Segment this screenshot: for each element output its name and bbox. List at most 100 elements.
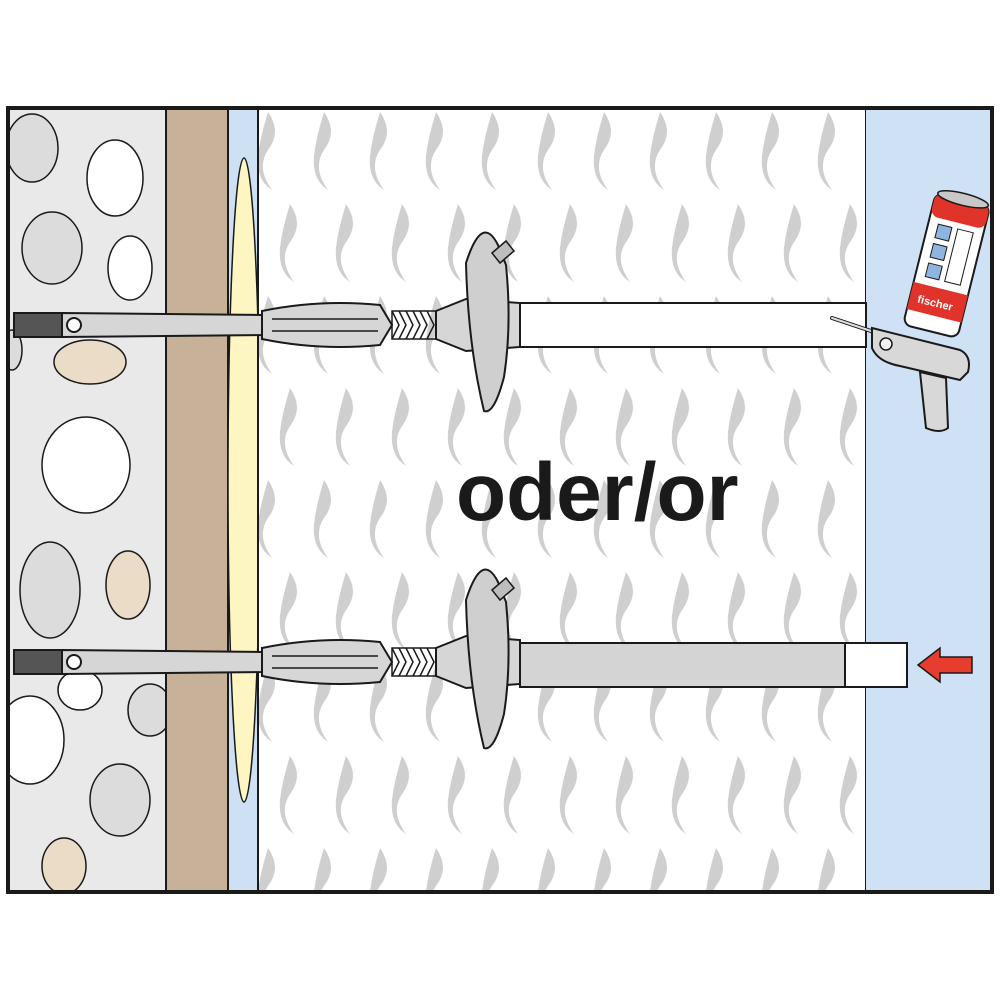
insulation-wave bbox=[705, 112, 723, 190]
insulation-wave bbox=[727, 204, 745, 282]
stone bbox=[8, 113, 59, 183]
insulation-wave bbox=[839, 572, 857, 650]
diagram-frame bbox=[6, 106, 994, 894]
stone bbox=[107, 235, 153, 301]
insulation-wave bbox=[762, 848, 779, 892]
insulation-wave bbox=[615, 388, 633, 466]
insulation-wave bbox=[671, 572, 689, 650]
insulation-wave bbox=[279, 756, 297, 834]
insulation-wave bbox=[335, 572, 353, 650]
insulation-wave bbox=[649, 112, 667, 190]
insulation-wave bbox=[727, 388, 745, 466]
insulation-wave bbox=[559, 572, 577, 650]
insulation-wave bbox=[391, 388, 409, 466]
insulation-wave bbox=[447, 204, 465, 282]
stone bbox=[41, 416, 131, 514]
insulation-wave bbox=[279, 204, 297, 282]
insulation-wave bbox=[538, 848, 555, 892]
insulation-wave bbox=[593, 480, 611, 558]
insulation-wave bbox=[391, 204, 409, 282]
insulation-wave bbox=[369, 112, 387, 190]
insulation-wave bbox=[481, 480, 499, 558]
stone bbox=[8, 329, 23, 371]
stone bbox=[41, 837, 87, 892]
insulation-wave bbox=[559, 388, 577, 466]
insulation-wave bbox=[503, 204, 521, 282]
insulation-wave bbox=[783, 204, 801, 282]
anchor-shaft bbox=[61, 648, 263, 676]
plug-cap-bottom bbox=[844, 642, 908, 688]
wood-layer bbox=[165, 107, 229, 893]
insulation-wave bbox=[761, 480, 779, 558]
insulation-wave bbox=[783, 756, 801, 834]
insulation-wave bbox=[369, 664, 387, 742]
insulation-wave bbox=[706, 848, 723, 892]
anchor-tip bbox=[13, 312, 63, 338]
anchor-plate bbox=[464, 231, 510, 413]
insulation-wave bbox=[671, 204, 689, 282]
foam-gun-icon: fischer bbox=[830, 190, 990, 432]
insulation-wave bbox=[503, 388, 521, 466]
adhesive-strip bbox=[227, 157, 261, 803]
anchor-tip bbox=[13, 649, 63, 675]
insulation-wave bbox=[481, 112, 499, 190]
insulation-wave bbox=[313, 480, 331, 558]
insulation-wave bbox=[615, 204, 633, 282]
insulation-wave bbox=[425, 480, 443, 558]
insulation-wave bbox=[279, 572, 297, 650]
insulation-wave bbox=[391, 572, 409, 650]
insulation-wave bbox=[705, 480, 723, 558]
insulation-wave bbox=[370, 848, 387, 892]
insulation-wave bbox=[559, 204, 577, 282]
insulation-wave bbox=[537, 480, 555, 558]
insulation-wave bbox=[425, 664, 443, 742]
insulation-wave bbox=[503, 756, 521, 834]
insulation-wave bbox=[839, 204, 857, 282]
insulation-wave bbox=[447, 756, 465, 834]
insulation-wave bbox=[817, 480, 835, 558]
insulation-wave bbox=[727, 756, 745, 834]
insulation-wave bbox=[258, 848, 275, 892]
insulation-wave bbox=[671, 756, 689, 834]
insulation-pattern bbox=[258, 112, 857, 892]
anchor-sleeve bbox=[261, 639, 394, 685]
insulation-wave bbox=[313, 112, 331, 190]
anchor-sleeve bbox=[261, 302, 394, 348]
insulation-wave bbox=[391, 756, 409, 834]
insulation-wave bbox=[839, 388, 857, 466]
insulation-wave bbox=[258, 664, 275, 742]
insulation-wave bbox=[425, 112, 443, 190]
insulation-wave bbox=[447, 572, 465, 650]
push-arrow-icon bbox=[916, 646, 973, 684]
stone bbox=[53, 339, 127, 385]
stone bbox=[127, 683, 166, 737]
masonry-stones bbox=[8, 113, 166, 892]
insulation-wave bbox=[615, 572, 633, 650]
insulation-wave bbox=[761, 112, 779, 190]
anchor-top bbox=[13, 231, 867, 413]
stone bbox=[19, 541, 81, 639]
insulation-wave bbox=[335, 204, 353, 282]
insulation-wave bbox=[482, 848, 499, 892]
insulation-wave bbox=[671, 388, 689, 466]
anchor-shaft bbox=[61, 311, 263, 339]
stone bbox=[86, 139, 144, 217]
insulation-wave bbox=[783, 572, 801, 650]
insulation-wave bbox=[537, 112, 555, 190]
insulation-wave bbox=[727, 572, 745, 650]
insulation-wave bbox=[447, 388, 465, 466]
anchor-pin bbox=[66, 317, 82, 333]
insulation-wave bbox=[314, 848, 331, 892]
insulation-wave bbox=[559, 756, 577, 834]
insulation-wave bbox=[335, 388, 353, 466]
insulation-wave bbox=[817, 112, 835, 190]
caption-label: oder/or bbox=[456, 447, 738, 538]
stone bbox=[21, 211, 83, 285]
anchor-plate bbox=[464, 568, 510, 750]
insulation-wave bbox=[258, 112, 275, 190]
plug-sleeve-bottom bbox=[519, 642, 846, 688]
insulation-wave bbox=[783, 388, 801, 466]
insulation-wave bbox=[369, 480, 387, 558]
